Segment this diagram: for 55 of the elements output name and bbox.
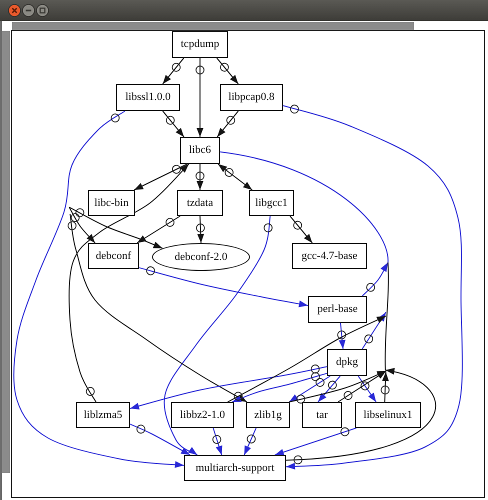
arrow	[68, 206, 96, 244]
arrow	[134, 164, 188, 190]
arrow	[130, 424, 191, 456]
arrow	[196, 216, 205, 244]
package-box: libssl1.0.0	[116, 84, 180, 111]
arrow	[290, 216, 313, 244]
arrow	[67, 213, 248, 402]
arrow	[212, 428, 222, 456]
arrow	[218, 164, 253, 190]
arrow	[362, 262, 388, 296]
arrow	[216, 58, 239, 84]
arrow	[136, 216, 181, 244]
package-box: multiarch-support	[184, 455, 286, 481]
package-box: libc6	[180, 137, 220, 164]
arrow	[162, 110, 184, 138]
package-box: libc-bin	[88, 190, 135, 216]
arrow	[288, 376, 331, 402]
arrow	[68, 164, 190, 402]
arrow	[138, 266, 308, 308]
arrow	[13, 110, 184, 468]
package-box: zlib1g	[246, 402, 290, 428]
package-box: libpcap0.8	[220, 84, 283, 111]
arrow	[244, 428, 257, 456]
arrow	[162, 58, 184, 84]
package-box: dpkg	[327, 349, 367, 376]
package-box: tzdata	[177, 190, 223, 216]
arrow	[282, 104, 463, 470]
arrow	[362, 312, 386, 350]
arrow	[358, 376, 377, 402]
package-box: libselinux1	[355, 402, 421, 428]
arrow	[286, 368, 436, 464]
package-box: tar	[302, 402, 342, 428]
arrow	[216, 110, 239, 138]
arrow	[196, 58, 204, 138]
connector-line	[220, 151, 388, 263]
package-box: perl-base	[308, 296, 367, 323]
arrow	[288, 370, 387, 404]
arrow	[337, 322, 346, 350]
arrow	[164, 216, 273, 456]
arrow	[318, 376, 341, 402]
arrow	[338, 370, 387, 402]
arrow	[274, 427, 357, 456]
package-box: tcpdump	[172, 31, 228, 58]
arrow	[232, 372, 328, 402]
package-box: liblzma5	[76, 402, 130, 428]
package-box: libgcc1	[249, 190, 294, 216]
arrow	[227, 316, 386, 402]
arrow	[196, 164, 204, 190]
arrow	[130, 364, 328, 410]
connector-line	[384, 262, 389, 371]
arrow	[380, 372, 390, 402]
package-box: libbz2-1.0	[171, 402, 234, 428]
arrow	[68, 206, 163, 249]
package-box: debconf	[88, 243, 139, 269]
package-box: gcc-4.7-base	[292, 243, 367, 269]
